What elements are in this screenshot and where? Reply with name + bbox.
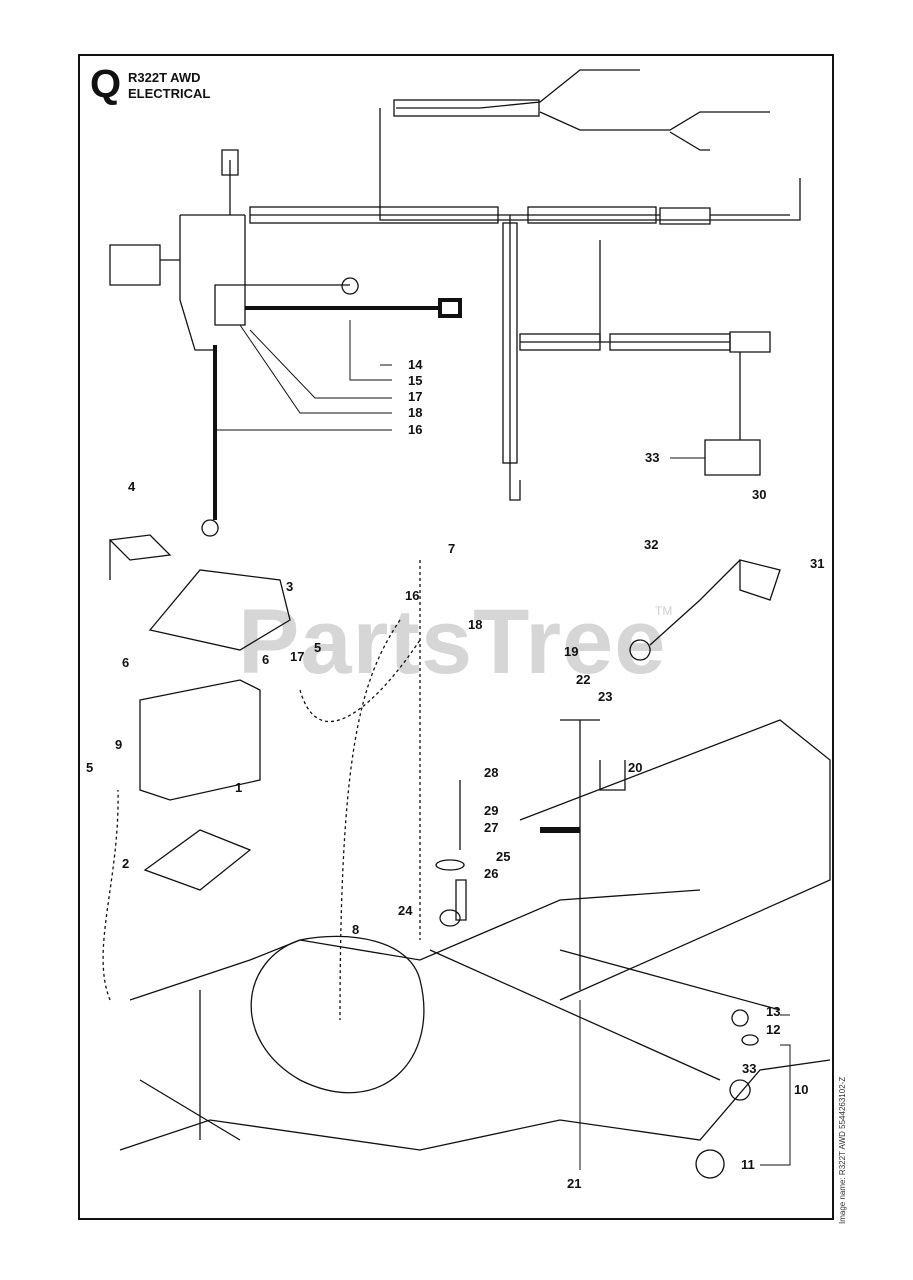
callout-16: 16 [408, 422, 422, 437]
callout-14: 14 [408, 357, 423, 372]
callout-25: 25 [496, 849, 510, 864]
image-name-caption: Image name: R322T AWD 5544263102-Z [838, 1076, 847, 1224]
callout-20: 20 [628, 760, 642, 775]
callout-11: 11 [741, 1157, 755, 1172]
callout-1: 1 [235, 780, 242, 795]
callout-24: 24 [398, 903, 413, 918]
callout-13: 13 [766, 1004, 780, 1019]
callout-4: 4 [128, 479, 136, 494]
callout-26: 26 [484, 866, 498, 881]
callout-10: 10 [794, 1082, 808, 1097]
callout-5-upper: 5 [314, 640, 321, 655]
callout-17: 17 [408, 389, 422, 404]
diagram-frame [78, 54, 834, 1220]
callout-31: 31 [810, 556, 824, 571]
callout-2: 2 [122, 856, 129, 871]
callout-3: 3 [286, 579, 293, 594]
callout-33-bottom: 33 [742, 1061, 756, 1076]
callout-5-lower: 5 [86, 760, 93, 775]
tractor-chassis [119, 719, 831, 1151]
wiring-harness-main [109, 69, 801, 537]
title-model: R322T AWD [128, 70, 201, 85]
callout-17-lower: 17 [290, 649, 304, 664]
callout-15: 15 [408, 373, 422, 388]
callout-9: 9 [115, 737, 122, 752]
callout-27: 27 [484, 820, 498, 835]
callout-18-lower: 18 [468, 617, 482, 632]
callout-labels: 14 15 17 18 16 33 4 7 3 30 32 31 16 18 6… [86, 357, 824, 1191]
section-letter: Q [90, 62, 122, 106]
callout-21: 21 [567, 1176, 581, 1191]
callout-23: 23 [598, 689, 612, 704]
callout-6-left: 6 [122, 655, 129, 670]
callout-19: 19 [564, 644, 578, 659]
callout-12: 12 [766, 1022, 780, 1037]
callout-18: 18 [408, 405, 422, 420]
callout-22: 22 [576, 672, 590, 687]
diagram-title: R322T AWD ELECTRICAL [128, 70, 210, 102]
battery-assembly [108, 534, 291, 891]
callout-7: 7 [448, 541, 455, 556]
callout-33-top: 33 [645, 450, 659, 465]
callout-16-lower: 16 [405, 588, 419, 603]
seat-switch-and-parts [102, 559, 781, 1179]
callout-32: 32 [644, 537, 658, 552]
watermark-trademark: TM [655, 604, 673, 618]
callout-29: 29 [484, 803, 498, 818]
callout-28: 28 [484, 765, 498, 780]
callout-8: 8 [352, 922, 359, 937]
callout-6-right: 6 [262, 652, 269, 667]
title-system: ELECTRICAL [128, 86, 211, 101]
watermark-logo: PartsTree [238, 591, 667, 693]
leader-lines [215, 320, 791, 1170]
callout-30: 30 [752, 487, 766, 502]
